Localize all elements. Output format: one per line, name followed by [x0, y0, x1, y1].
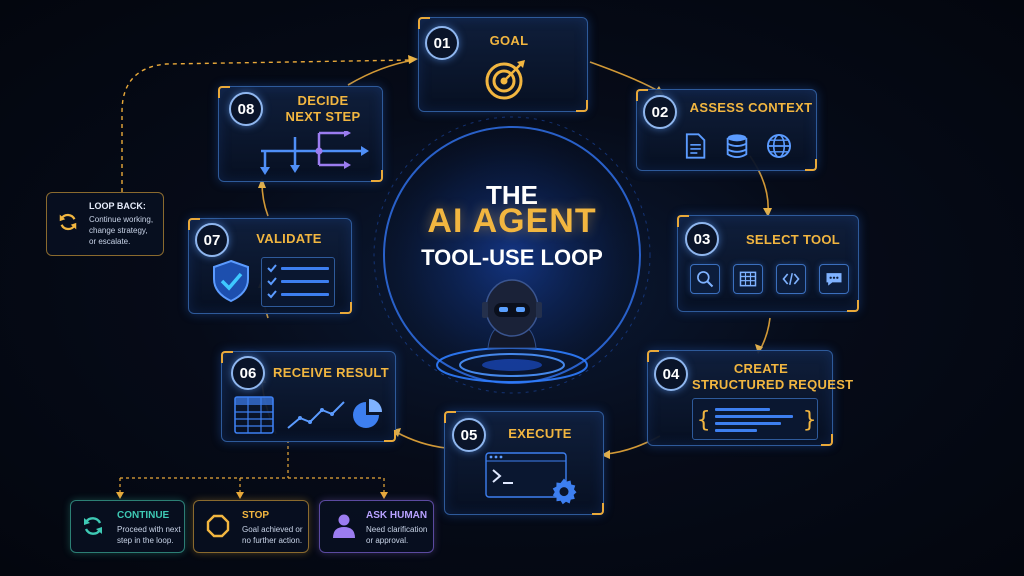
branch-arrowheads: [116, 492, 388, 499]
center-title-line1: THE: [486, 180, 538, 210]
target-icon: [485, 60, 525, 100]
step-card-receive-result: 06 RECEIVE RESULT: [221, 351, 396, 442]
loop-back-desc-line3: or escalate.: [89, 237, 131, 246]
database-icon: [726, 134, 748, 159]
step-number: 01: [425, 26, 459, 60]
branching-arrows-icon: [260, 131, 369, 175]
step-number: 02: [643, 95, 677, 129]
outcome-desc-line2: or approval.: [366, 536, 409, 545]
step-title-line2: NEXT STEP: [285, 109, 361, 124]
line-chart-icon: [287, 401, 345, 429]
step-number: 06: [231, 356, 265, 390]
loop-back-title: LOOP BACK:: [89, 201, 146, 211]
step-number: 08: [229, 92, 263, 126]
outcome-continue-card: CONTINUE Proceed with next step in the l…: [70, 500, 185, 553]
step-card-decide-next-step: 08 DECIDE NEXT STEP: [218, 86, 383, 182]
platform-ring-inner: [459, 353, 565, 377]
outcome-desc-line2: no further action.: [242, 536, 303, 545]
center-title-line2: AI AGENT: [427, 202, 597, 240]
octagon-icon: [206, 514, 230, 538]
step-title-line1: CREATE: [733, 361, 789, 376]
step-number: 05: [452, 418, 486, 452]
outcome-title: ASK HUMAN: [366, 510, 428, 521]
step-title: RECEIVE RESULT: [273, 365, 389, 380]
table-icon: [733, 264, 763, 294]
code-icon: [776, 264, 806, 294]
refresh-icon: [84, 517, 102, 535]
step-card-validate: 07 VALIDATE: [188, 218, 352, 314]
step-title-line2: STRUCTURED REQUEST: [692, 377, 854, 392]
table-icon: [234, 396, 274, 434]
outcome-ask-human-card: ASK HUMAN Need clarification or approval…: [319, 500, 434, 553]
step-title-line1: DECIDE: [297, 93, 349, 108]
step-card-goal: 01 GOAL: [418, 17, 588, 112]
outcome-desc-line1: Need clarification: [366, 525, 428, 534]
loop-back-desc-line1: Continue working,: [89, 215, 154, 224]
robot-head: [482, 279, 542, 349]
svg-text:{: {: [697, 408, 710, 433]
step-card-execute: 05 EXECUTE: [444, 411, 604, 515]
loop-back-card: LOOP BACK: Continue working, change stra…: [46, 192, 164, 256]
outcome-title: STOP: [242, 510, 270, 521]
terminal-icon: [485, 452, 567, 498]
search-icon: [690, 264, 720, 294]
platform-ring: [436, 347, 588, 383]
json-panel: { }: [692, 398, 818, 440]
refresh-icon: [59, 213, 77, 231]
step-title: EXECUTE: [508, 426, 572, 441]
step-number: 03: [685, 222, 719, 256]
document-icon: [685, 133, 706, 159]
gear-icon: [552, 478, 577, 505]
outcome-stop-card: STOP Goal achieved or no further action.: [193, 500, 309, 553]
step-title: VALIDATE: [256, 231, 322, 246]
step-title: SELECT TOOL: [745, 232, 841, 247]
globe-icon: [766, 133, 792, 159]
json-braces-icon: { }: [697, 408, 816, 433]
step-card-assess-context: 02 ASSESS CONTEXT: [636, 89, 817, 171]
pie-chart-icon: [353, 399, 382, 428]
step-number: 07: [195, 223, 229, 257]
person-icon: [333, 514, 355, 538]
outcome-desc-line2: step in the loop.: [117, 536, 174, 545]
outcome-title: CONTINUE: [117, 510, 170, 521]
outcome-branches: [119, 440, 385, 494]
step-card-create-structured-request: 04 CREATE STRUCTURED REQUEST { }: [647, 350, 854, 446]
step-card-select-tool: 03 SELECT TOOL: [677, 215, 859, 312]
step-number: 04: [654, 357, 688, 391]
step-title: GOAL: [489, 33, 529, 48]
center-title-line3: TOOL-USE LOOP: [421, 245, 603, 270]
chat-icon: [819, 264, 849, 294]
svg-text:}: }: [803, 408, 816, 433]
loop-back-desc-line2: change strategy,: [89, 226, 148, 235]
shield-check-icon: [213, 259, 249, 303]
step-title: ASSESS CONTEXT: [689, 100, 813, 115]
platform-core: [482, 359, 542, 371]
checklist-icon: [267, 264, 329, 299]
outcome-desc-line1: Goal achieved or: [242, 525, 303, 534]
outcome-desc-line1: Proceed with next: [117, 525, 181, 534]
checklist-panel: [261, 257, 335, 307]
